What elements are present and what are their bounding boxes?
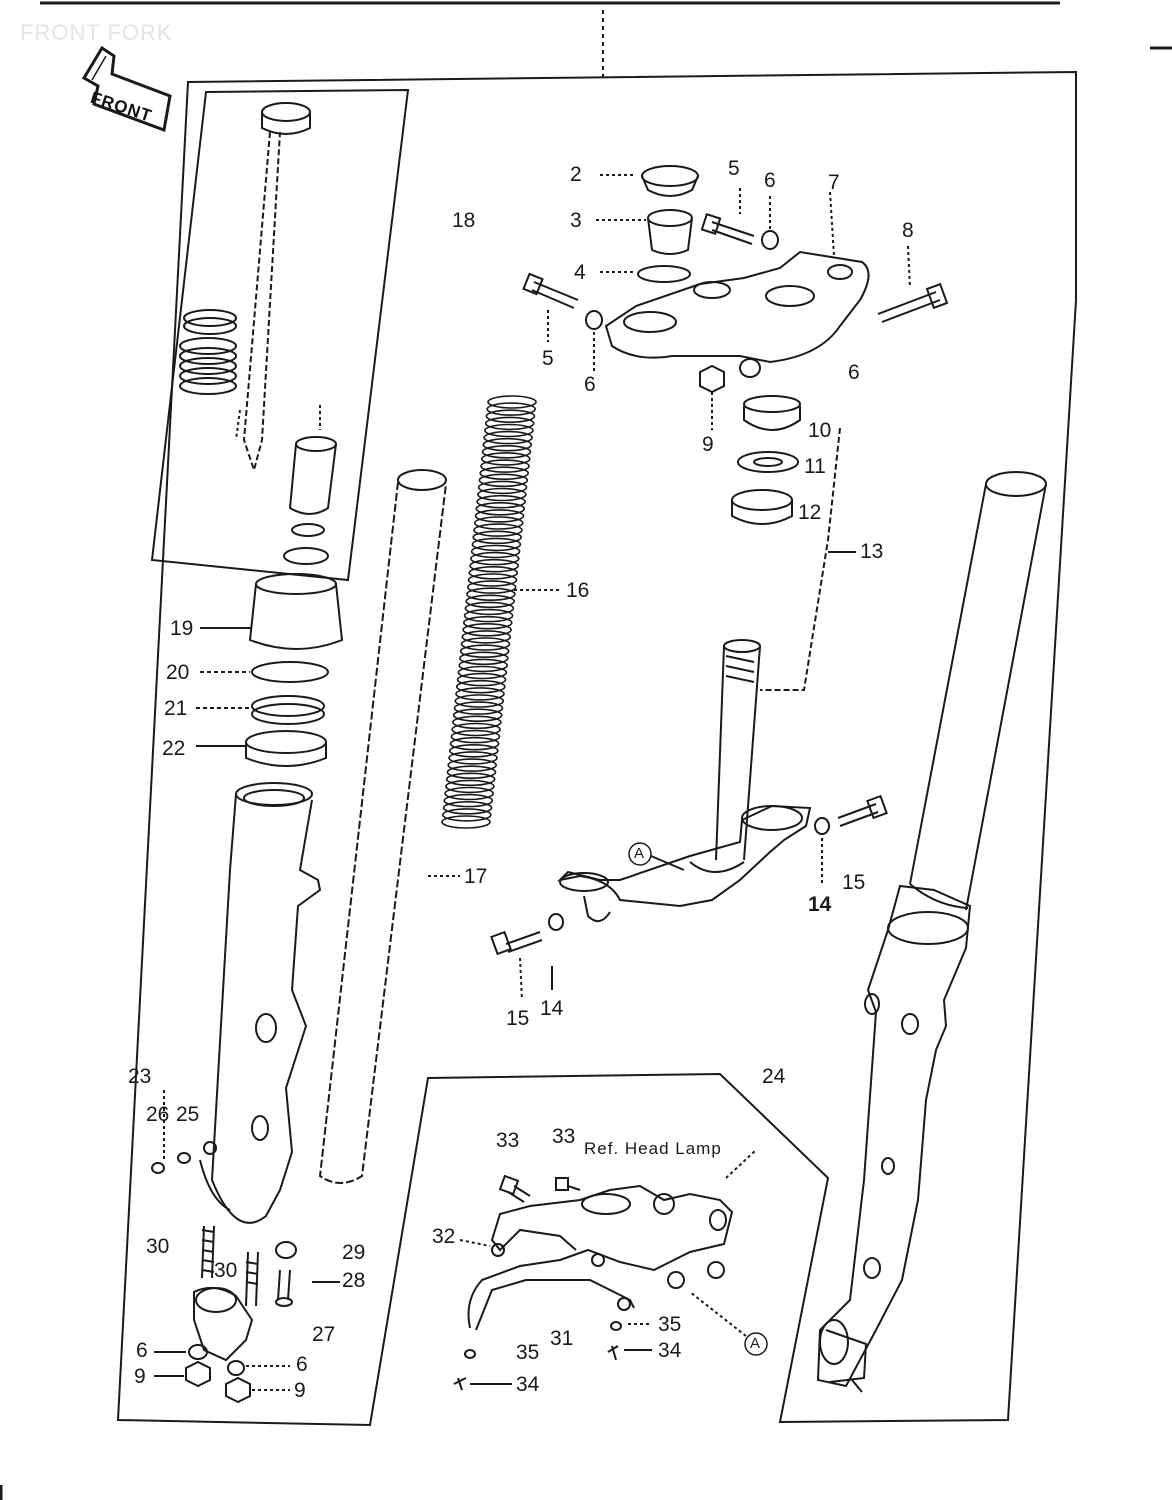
callout-8: 8	[902, 219, 914, 242]
ref-marker-a: A	[750, 1335, 761, 1352]
callout-34: 34	[658, 1339, 682, 1362]
callout-35: 35	[658, 1313, 682, 1336]
callout-6: 6	[136, 1339, 148, 1362]
dust-seal	[200, 573, 344, 650]
left-inner-tube	[318, 469, 460, 1184]
stem-bushing	[596, 209, 693, 255]
bearing	[737, 451, 799, 473]
headlamp-bracket	[459, 1149, 757, 1331]
callout-5: 5	[542, 347, 554, 370]
callout-12: 12	[798, 501, 822, 524]
lower-clamp-bolts	[490, 794, 888, 1001]
callout-9: 9	[294, 1379, 306, 1402]
callout-7: 7	[828, 171, 840, 194]
ref-marker-a: A	[634, 845, 645, 862]
small-screws	[453, 1321, 652, 1391]
damper-rod	[235, 102, 311, 474]
callout-4: 4	[574, 261, 586, 284]
upper-bracket	[604, 191, 870, 364]
bolts	[522, 188, 755, 342]
ref-head-lamp-note: Ref. Head Lamp	[584, 1139, 722, 1158]
callout-16: 16	[566, 579, 590, 602]
callout-2: 2	[570, 163, 582, 186]
callout-32: 32	[432, 1225, 456, 1248]
bearing-race	[731, 489, 793, 525]
callout-33: 33	[552, 1125, 576, 1148]
callout-26: 26	[146, 1103, 170, 1126]
callout-9: 9	[134, 1365, 146, 1388]
callout-23: 23	[128, 1065, 152, 1088]
callout-34: 34	[516, 1373, 540, 1396]
cylinder-base	[283, 405, 337, 565]
callout-14: 14	[808, 893, 832, 916]
oil-seal	[196, 695, 325, 725]
rebound-spring	[179, 309, 237, 395]
page-title: FRONT FORK	[20, 20, 173, 45]
callout-6: 6	[296, 1353, 308, 1376]
callout-24: 24	[762, 1065, 786, 1088]
callout-15: 15	[506, 1007, 530, 1030]
callout-20: 20	[166, 661, 190, 684]
retaining-ring	[251, 661, 329, 683]
callout-18: 18	[452, 209, 476, 232]
callout-6: 6	[848, 361, 860, 384]
bearing-cover	[743, 395, 801, 431]
callout-28: 28	[342, 1269, 366, 1292]
clamp-bolt	[877, 245, 949, 323]
outer-frame	[116, 70, 1077, 1427]
callout-9: 9	[702, 433, 714, 456]
callout-31: 31	[550, 1327, 574, 1350]
inner-detail-frame	[150, 88, 410, 582]
callout-15: 15	[842, 871, 866, 894]
fork-cap-bolt	[600, 165, 699, 197]
callout-14: 14	[540, 997, 564, 1020]
callout-33: 33	[496, 1129, 520, 1152]
callout-30: 30	[214, 1259, 238, 1282]
fork-spring	[441, 395, 537, 829]
drain-screw-parts	[151, 1090, 217, 1174]
left-outer-tube	[199, 782, 322, 1224]
steering-stem-lower-bracket	[556, 639, 812, 923]
callout-27: 27	[312, 1323, 336, 1346]
right-fork-assembly	[816, 471, 1047, 1393]
callout-17: 17	[464, 865, 488, 888]
callout-29: 29	[342, 1241, 366, 1264]
callout-13: 13	[860, 540, 884, 563]
slide-bushing	[196, 730, 327, 767]
callout-21: 21	[164, 697, 188, 720]
callout-6: 6	[584, 373, 596, 396]
callout-19: 19	[170, 617, 194, 640]
callout-11: 11	[804, 455, 826, 478]
callout-25: 25	[176, 1103, 200, 1126]
o-ring	[637, 265, 691, 283]
front-arrow	[81, 45, 172, 133]
callout-22: 22	[162, 737, 186, 760]
callout-30: 30	[146, 1235, 170, 1258]
callout-10: 10	[808, 419, 832, 442]
washers	[585, 196, 779, 378]
callout-35: 35	[516, 1341, 540, 1364]
callout-3: 3	[570, 209, 582, 232]
axle-nuts	[154, 1344, 290, 1404]
axle-holder	[193, 1225, 340, 1362]
callout-6: 6	[764, 169, 776, 192]
stem-nut	[699, 364, 725, 394]
callout-5: 5	[728, 157, 740, 180]
